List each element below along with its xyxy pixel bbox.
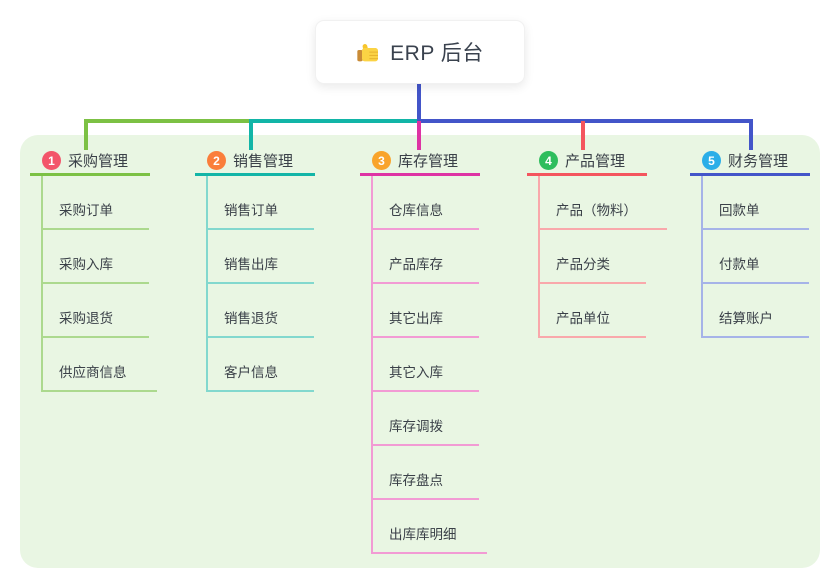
branch-number-badge: 5 [702, 151, 721, 170]
node-other-outbound[interactable]: 其它出库 [373, 284, 479, 338]
node-payment-bill[interactable]: 付款单 [703, 230, 809, 284]
root-stem-connector [417, 81, 421, 120]
horizontal-connector-teal [249, 119, 417, 123]
node-stock-transfer[interactable]: 库存调拨 [373, 392, 479, 446]
branch-product: 4 产品管理 产品（物料） 产品分类 产品单位 [527, 148, 667, 338]
root-node-title: ERP 后台 [390, 42, 484, 65]
node-supplier-info[interactable]: 供应商信息 [43, 338, 157, 392]
branch-purchase: 1 采购管理 采购订单 采购入库 采购退货 供应商信息 [30, 148, 157, 392]
node-product-unit[interactable]: 产品单位 [540, 284, 646, 338]
branch-inventory: 3 库存管理 仓库信息 产品库存 其它出库 其它入库 库存调拨 库存盘点 出库库… [360, 148, 487, 554]
node-other-inbound[interactable]: 其它入库 [373, 338, 479, 392]
node-stock-check[interactable]: 库存盘点 [373, 446, 479, 500]
horizontal-connector-blue [417, 119, 753, 123]
branch-finance-children: 回款单 付款单 结算账户 [701, 176, 809, 338]
branch-product-children: 产品（物料） 产品分类 产品单位 [538, 176, 667, 338]
node-sales-order[interactable]: 销售订单 [208, 176, 314, 230]
node-warehouse-info[interactable]: 仓库信息 [373, 176, 479, 230]
drop-connector-branch1 [84, 119, 88, 150]
branch-title: 库存管理 [398, 153, 459, 170]
branch-title: 产品管理 [565, 153, 626, 170]
branch-number-badge: 4 [539, 151, 558, 170]
branch-title: 财务管理 [728, 153, 789, 170]
node-product-stock[interactable]: 产品库存 [373, 230, 479, 284]
node-purchase-return[interactable]: 采购退货 [43, 284, 149, 338]
drop-connector-branch5 [749, 119, 753, 150]
node-purchase-inbound[interactable]: 采购入库 [43, 230, 149, 284]
branch-finance: 5 财务管理 回款单 付款单 结算账户 [690, 148, 810, 338]
branch-number-badge: 1 [42, 151, 61, 170]
drop-connector-branch2 [249, 119, 253, 150]
drop-connector-branch3 [417, 121, 421, 150]
branch-number-badge: 3 [372, 151, 391, 170]
node-customer-info[interactable]: 客户信息 [208, 338, 314, 392]
branch-inventory-children: 仓库信息 产品库存 其它出库 其它入库 库存调拨 库存盘点 出库库明细 [371, 176, 487, 554]
branch-finance-header[interactable]: 5 财务管理 [690, 148, 810, 176]
branch-sales: 2 销售管理 销售订单 销售出库 销售退货 客户信息 [195, 148, 315, 392]
thumbs-up-icon [357, 44, 379, 62]
branch-title: 采购管理 [68, 153, 129, 170]
branch-purchase-children: 采购订单 采购入库 采购退货 供应商信息 [41, 176, 157, 392]
root-node-erp[interactable]: ERP 后台 [315, 20, 525, 84]
drop-connector-branch4 [581, 121, 585, 150]
node-sales-outbound[interactable]: 销售出库 [208, 230, 314, 284]
branch-inventory-header[interactable]: 3 库存管理 [360, 148, 480, 176]
branch-sales-children: 销售订单 销售出库 销售退货 客户信息 [206, 176, 314, 392]
branch-number-badge: 2 [207, 151, 226, 170]
branch-product-header[interactable]: 4 产品管理 [527, 148, 647, 176]
node-settlement-account[interactable]: 结算账户 [703, 284, 809, 338]
node-outbound-detail[interactable]: 出库库明细 [373, 500, 487, 554]
node-sales-return[interactable]: 销售退货 [208, 284, 314, 338]
node-product-category[interactable]: 产品分类 [540, 230, 646, 284]
node-purchase-order[interactable]: 采购订单 [43, 176, 149, 230]
node-receipt-bill[interactable]: 回款单 [703, 176, 809, 230]
horizontal-connector-green [84, 119, 249, 123]
node-product-material[interactable]: 产品（物料） [540, 176, 667, 230]
branch-purchase-header[interactable]: 1 采购管理 [30, 148, 150, 176]
branches-background-panel [20, 135, 820, 568]
branch-sales-header[interactable]: 2 销售管理 [195, 148, 315, 176]
branch-title: 销售管理 [233, 153, 294, 170]
